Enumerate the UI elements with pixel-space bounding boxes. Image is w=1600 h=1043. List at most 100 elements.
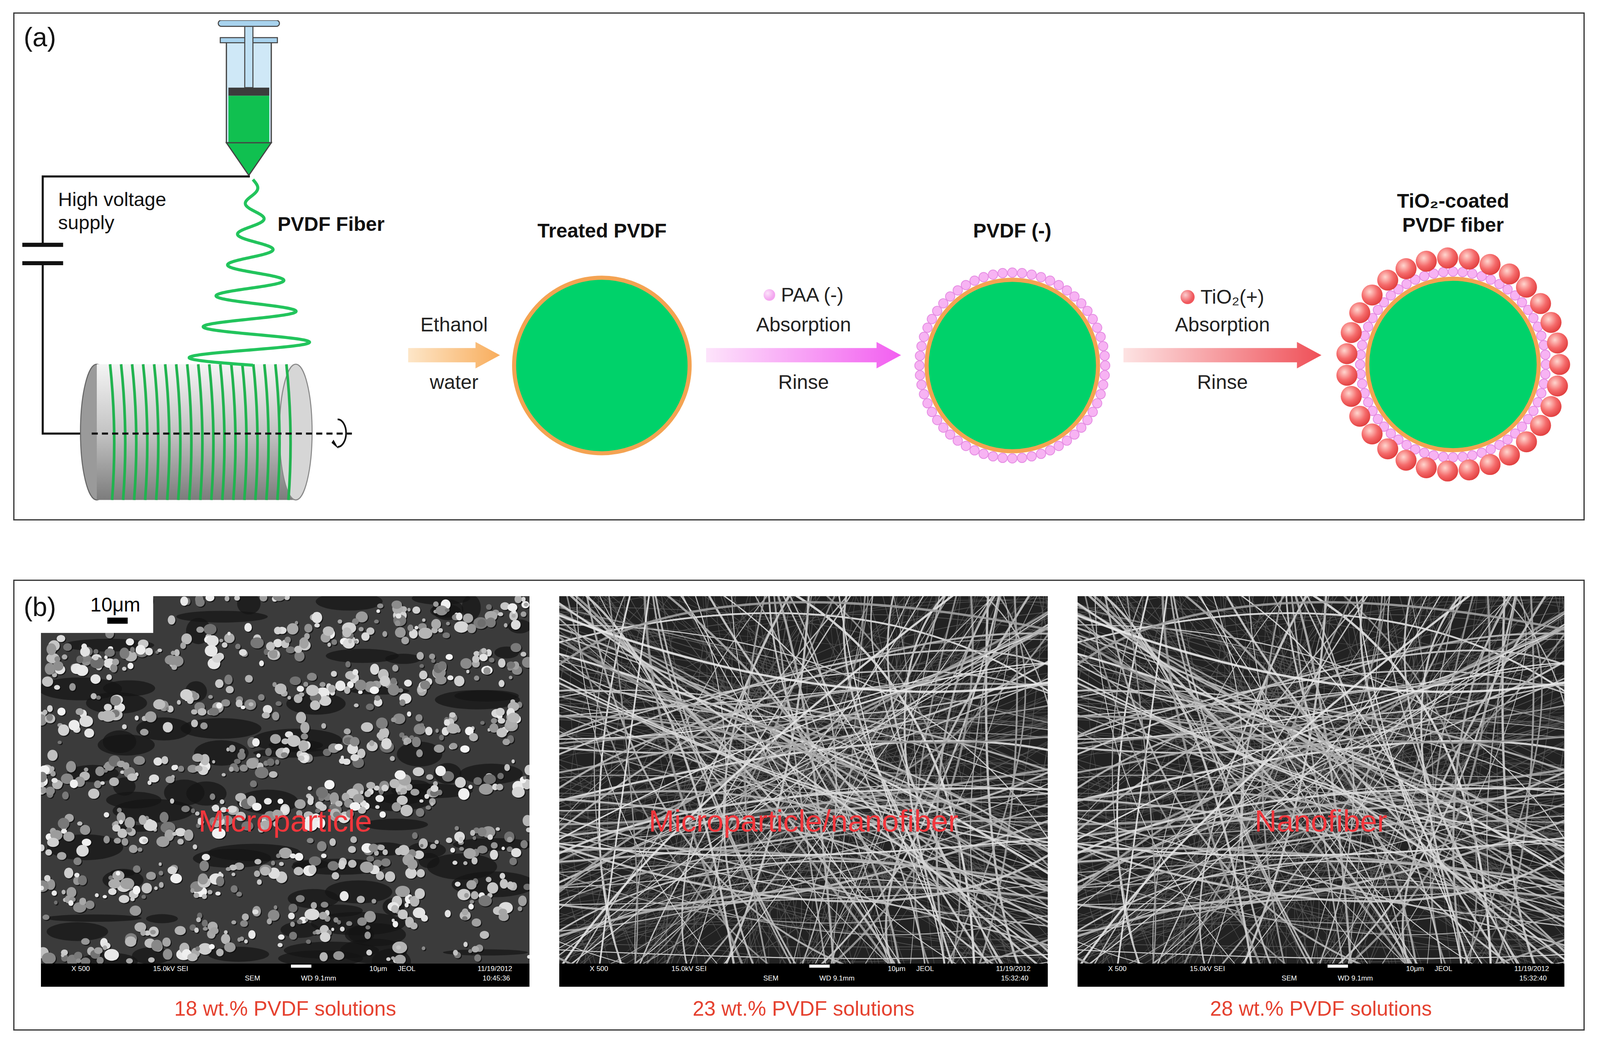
microparticle <box>295 894 305 903</box>
microparticle <box>308 855 321 866</box>
sem-void <box>253 747 333 758</box>
microparticle <box>419 799 424 803</box>
paa-particle <box>1536 388 1547 398</box>
microparticle <box>44 713 56 724</box>
microparticle <box>392 664 399 672</box>
microparticle <box>389 755 395 761</box>
microparticle <box>284 636 291 643</box>
microparticle <box>382 848 388 855</box>
microparticle <box>320 722 326 729</box>
fiber-winding <box>209 364 214 501</box>
microparticle <box>503 622 508 628</box>
microparticle <box>468 948 473 953</box>
microparticle <box>376 608 380 613</box>
microparticle <box>273 905 278 910</box>
paa-particle <box>1528 406 1539 416</box>
microparticle <box>329 838 336 846</box>
microparticle <box>153 756 163 766</box>
microparticle <box>234 596 240 601</box>
paa-particle <box>1045 445 1055 456</box>
microparticle <box>231 872 235 876</box>
microparticle <box>385 956 391 961</box>
microparticle <box>499 872 506 879</box>
microparticle <box>83 728 94 738</box>
tio2-particle <box>1479 253 1501 275</box>
fiber-jet <box>189 179 310 366</box>
drum-end <box>279 364 313 501</box>
paa-particle <box>997 452 1008 463</box>
microparticle <box>504 831 515 843</box>
process-arrow <box>706 341 901 369</box>
sem-void <box>315 596 383 611</box>
microparticle <box>392 920 398 928</box>
tio2-particle <box>1458 248 1480 270</box>
microparticle <box>407 858 418 870</box>
microparticle <box>416 651 424 660</box>
microparticle <box>273 626 282 635</box>
tio2-particle <box>1549 353 1571 375</box>
sem-void <box>432 598 464 620</box>
sem-micrograph <box>40 596 530 987</box>
paa-particle <box>1448 266 1458 277</box>
paa-particle <box>1438 267 1449 277</box>
microparticle <box>129 905 142 916</box>
sem-void <box>459 763 523 784</box>
microparticle <box>468 903 474 910</box>
microparticle <box>426 773 434 780</box>
microparticle <box>146 871 156 880</box>
fiber-winding <box>220 364 225 501</box>
microparticle <box>274 759 279 765</box>
microparticle <box>454 825 459 831</box>
microparticle <box>221 772 226 777</box>
paa-particle <box>1386 290 1396 300</box>
sem-void <box>434 689 520 710</box>
microparticle <box>199 859 209 871</box>
microparticle <box>340 755 344 760</box>
paa-particle <box>916 341 927 351</box>
paa-particle <box>1098 341 1108 351</box>
fiber-circle <box>510 163 694 460</box>
microparticle <box>248 701 254 707</box>
microparticle <box>361 632 370 641</box>
fiber-winding <box>176 364 181 501</box>
microparticle <box>308 864 317 874</box>
microparticle <box>159 811 169 823</box>
microparticle <box>468 784 473 789</box>
microparticle <box>337 859 346 870</box>
microparticle <box>421 617 426 622</box>
microparticle <box>244 622 252 632</box>
microparticle <box>412 907 426 918</box>
microparticle <box>406 738 411 743</box>
fiber-winding <box>121 364 126 501</box>
paa-particle <box>1419 271 1430 281</box>
stage-heading: TiO₂-coated PVDF fiber <box>1370 189 1536 237</box>
microparticle <box>342 758 351 765</box>
sem-void <box>363 818 429 830</box>
microparticle <box>347 859 357 868</box>
microparticle <box>452 949 458 956</box>
tio2-particle <box>1516 431 1538 453</box>
microparticle <box>353 703 359 707</box>
fiber-winding <box>231 364 236 501</box>
paa-particle <box>1373 304 1383 315</box>
stage-heading: Treated PVDF <box>510 218 694 243</box>
microparticle <box>380 737 392 750</box>
microparticle <box>488 657 495 663</box>
tio2-particle <box>1377 438 1399 460</box>
panel-frame: PVDF FiberTreated PVDFPVDF (-)TiO₂-coate… <box>13 12 1585 521</box>
microparticle <box>459 744 470 753</box>
microparticle <box>431 658 436 663</box>
microparticle <box>307 797 314 805</box>
paa-particle <box>1438 452 1449 462</box>
fiber-winding <box>143 364 148 501</box>
paa-particle <box>1357 340 1368 350</box>
microparticle <box>83 767 89 772</box>
paa-particle <box>926 314 937 324</box>
tio2-particle <box>1340 385 1362 407</box>
microparticle <box>473 776 482 785</box>
microparticle <box>69 682 76 691</box>
microparticle <box>462 915 468 920</box>
stage-heading: PVDF (-) <box>913 218 1112 243</box>
microparticle <box>414 625 419 630</box>
microparticle <box>490 717 497 724</box>
